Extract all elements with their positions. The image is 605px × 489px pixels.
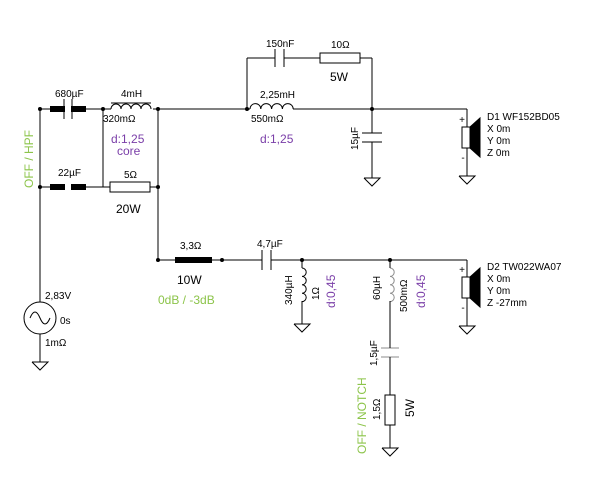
label-l-340uh-resistance: 1Ω: [311, 286, 322, 300]
label-r-3-3ohm: 3,3Ω: [180, 241, 202, 252]
capacitor-1-5uf: [381, 347, 399, 358]
label-r-10ohm-power: 5W: [330, 70, 349, 84]
driver-d1-info: D1 WF152BD05 X 0m Y 0m Z 0m: [487, 112, 560, 159]
label-l-2-25mh-resistance: 550mΩ: [251, 114, 284, 125]
label-r-10ohm: 10Ω: [331, 40, 350, 51]
sine-source-icon: [23, 298, 57, 338]
ground-icon: [381, 447, 400, 457]
label-c-22uf: 22µF: [58, 168, 81, 179]
label-r-5ohm-power: 20W: [116, 202, 141, 216]
inductor-60uh: [389, 267, 395, 303]
junctions: [38, 107, 392, 262]
driver-d1-name: D1 WF152BD05: [487, 112, 560, 123]
label-r-3-3ohm-option: 0dB / -3dB: [158, 293, 215, 307]
ground-icon: [458, 325, 477, 335]
svg-text:-: -: [461, 303, 464, 314]
driver-d2-name: D2 TW022WA07: [487, 262, 562, 273]
resistor-3-3ohm: [175, 257, 212, 263]
driver-d1-x: X 0m: [487, 124, 510, 135]
label-source-voltage: 2,83V: [45, 291, 71, 302]
label-l-340uh: 340µH: [284, 275, 295, 305]
svg-text:-: -: [461, 153, 464, 164]
label-l-4mh: 4mH: [121, 89, 142, 100]
label-r-3-3ohm-power: 10W: [177, 273, 202, 287]
capacitor-15uf: [362, 132, 382, 143]
label-c-680uf: 680µF: [55, 89, 84, 100]
hpf-switch-label: OFF / HPF: [22, 130, 36, 188]
label-l-4mh-core: core: [117, 144, 141, 158]
driver-d1-z: Z 0m: [487, 148, 510, 159]
label-l-4mh-diameter: d:1,25: [111, 132, 145, 146]
ground-icon: [293, 323, 312, 333]
svg-text:+: +: [459, 265, 465, 276]
label-l-2-25mh: 2,25mH: [260, 90, 295, 101]
capacitor-150nf: [274, 49, 285, 67]
driver-d2-info: D2 TW022WA07 X 0m Y 0m Z -27mm: [487, 262, 562, 309]
label-l-2-25mh-diameter: d:1,25: [260, 132, 294, 146]
resistor-10ohm: [319, 52, 361, 64]
label-c-4-7uf: 4,7µF: [257, 239, 283, 250]
capacitor-22uf: [50, 176, 86, 198]
ground-icon: [458, 175, 477, 185]
resistor-1-5ohm: [384, 394, 396, 426]
inductor-340uh: [301, 267, 307, 303]
label-l-60uh: 60µH: [372, 276, 383, 300]
label-l-4mh-resistance: 320mΩ: [103, 114, 136, 125]
notch-switch-label: OFF / NOTCH: [355, 377, 369, 454]
label-r-1-5ohm-power: 5W: [403, 398, 417, 417]
label-c-150nf: 150nF: [266, 39, 294, 50]
label-l-60uh-resistance: 500mΩ: [399, 279, 410, 312]
label-l-60uh-diameter: d:0,45: [414, 274, 428, 308]
resistor-5ohm: [109, 181, 151, 193]
label-c-15uf: 15µF: [350, 127, 361, 150]
capacitor-680uf: [50, 98, 86, 120]
label-source-resistance: 1mΩ: [45, 338, 67, 349]
inductor-2-25mh: [249, 103, 294, 110]
speaker-icon: + -: [459, 265, 481, 314]
label-source-time: 0s: [60, 316, 71, 327]
component-labels: 680µF 22µF 4mH 320mΩ d:1,25 core 5Ω 20W …: [22, 39, 428, 454]
driver-d2-y: Y 0m: [487, 286, 510, 297]
label-c-1-5uf: 1,5µF: [369, 340, 380, 366]
capacitor-4-7uf: [261, 250, 272, 270]
speaker-icon: + -: [459, 115, 481, 164]
driver-d1-y: Y 0m: [487, 136, 510, 147]
ground-icon: [31, 361, 50, 371]
driver-d2-x: X 0m: [487, 274, 510, 285]
ground-icon: [363, 177, 382, 187]
inductor-4mh: [110, 102, 152, 110]
label-r-1-5ohm: 1,5Ω: [372, 398, 383, 420]
driver-d2-z: Z -27mm: [487, 298, 527, 309]
svg-text:+: +: [459, 115, 465, 126]
label-l-340uh-diameter: d:0,45: [324, 274, 338, 308]
label-r-5ohm: 5Ω: [124, 170, 138, 181]
